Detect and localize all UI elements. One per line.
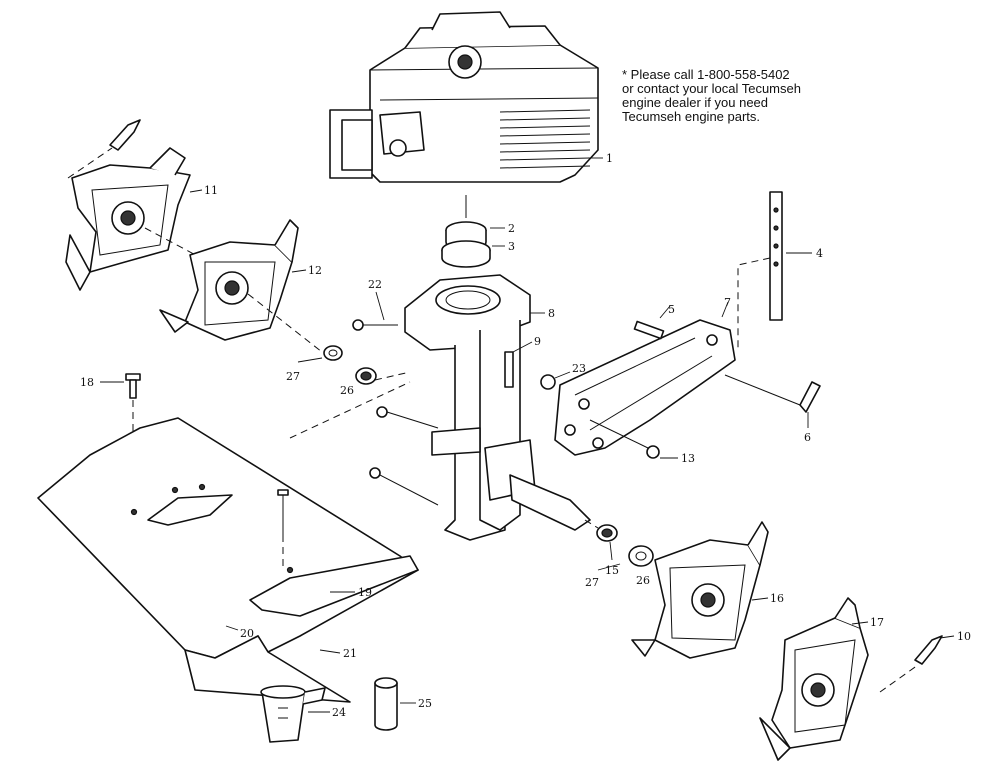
callout-19: 19: [358, 586, 372, 599]
sleeve: [374, 677, 416, 731]
callout-5: 5: [668, 303, 675, 316]
note-line: engine dealer if you need: [622, 95, 769, 110]
callout-13: 13: [681, 452, 695, 465]
callout-7: 7: [724, 296, 731, 309]
measuring-cup: [260, 685, 330, 743]
note-line: or contact your local Tecumseh: [622, 81, 801, 96]
callout-18: 18: [80, 376, 94, 389]
handle-bar: [737, 191, 812, 352]
mounting-bracket: [554, 301, 821, 459]
callout-4: 4: [816, 247, 823, 260]
callout-20: 20: [240, 627, 254, 640]
callout-15: 15: [605, 564, 619, 577]
note-line: Tecumseh engine parts.: [622, 109, 761, 124]
callout-17: 17: [870, 616, 884, 629]
callout-27-upper: 27: [286, 370, 300, 383]
callout-16: 16: [770, 592, 784, 605]
tine-17: [759, 597, 955, 761]
callout-2: 2: [508, 222, 515, 235]
callout-1: 1: [606, 152, 613, 165]
callout-27-lower: 27: [585, 576, 599, 589]
callout-12: 12: [308, 264, 322, 277]
callout-26-lower: 26: [636, 574, 650, 587]
callout-25: 25: [418, 697, 432, 710]
callout-26-upper: 26: [340, 384, 354, 397]
tine-upper-left: [65, 119, 206, 291]
callout-11: 11: [204, 184, 218, 197]
callout-6: 6: [804, 431, 811, 444]
callout-numbers: 1 2 3 4 5 6 7 8 9 10 11 12 13 15 16 17 1…: [80, 152, 971, 719]
engine: [329, 11, 603, 183]
tine-shield: [37, 381, 419, 703]
callout-8: 8: [548, 307, 555, 320]
callout-24: 24: [332, 706, 346, 719]
tine-16: [631, 521, 769, 659]
washers-lower: [584, 519, 654, 571]
callout-21: 21: [343, 647, 357, 660]
callout-9: 9: [534, 335, 541, 348]
fasteners: [352, 291, 571, 506]
washers-upper: [297, 345, 411, 385]
callout-22: 22: [368, 278, 382, 291]
callout-3: 3: [508, 240, 515, 253]
tine-12: [159, 219, 323, 353]
transmission-housing: [404, 274, 591, 541]
engine-parts-note: * Please call 1-800-558-5402 or contact …: [622, 68, 822, 124]
callout-10: 10: [957, 630, 971, 643]
pulley-seal: [441, 195, 505, 268]
callout-23: 23: [572, 362, 586, 375]
note-line: * Please call 1-800-558-5402: [622, 67, 790, 82]
